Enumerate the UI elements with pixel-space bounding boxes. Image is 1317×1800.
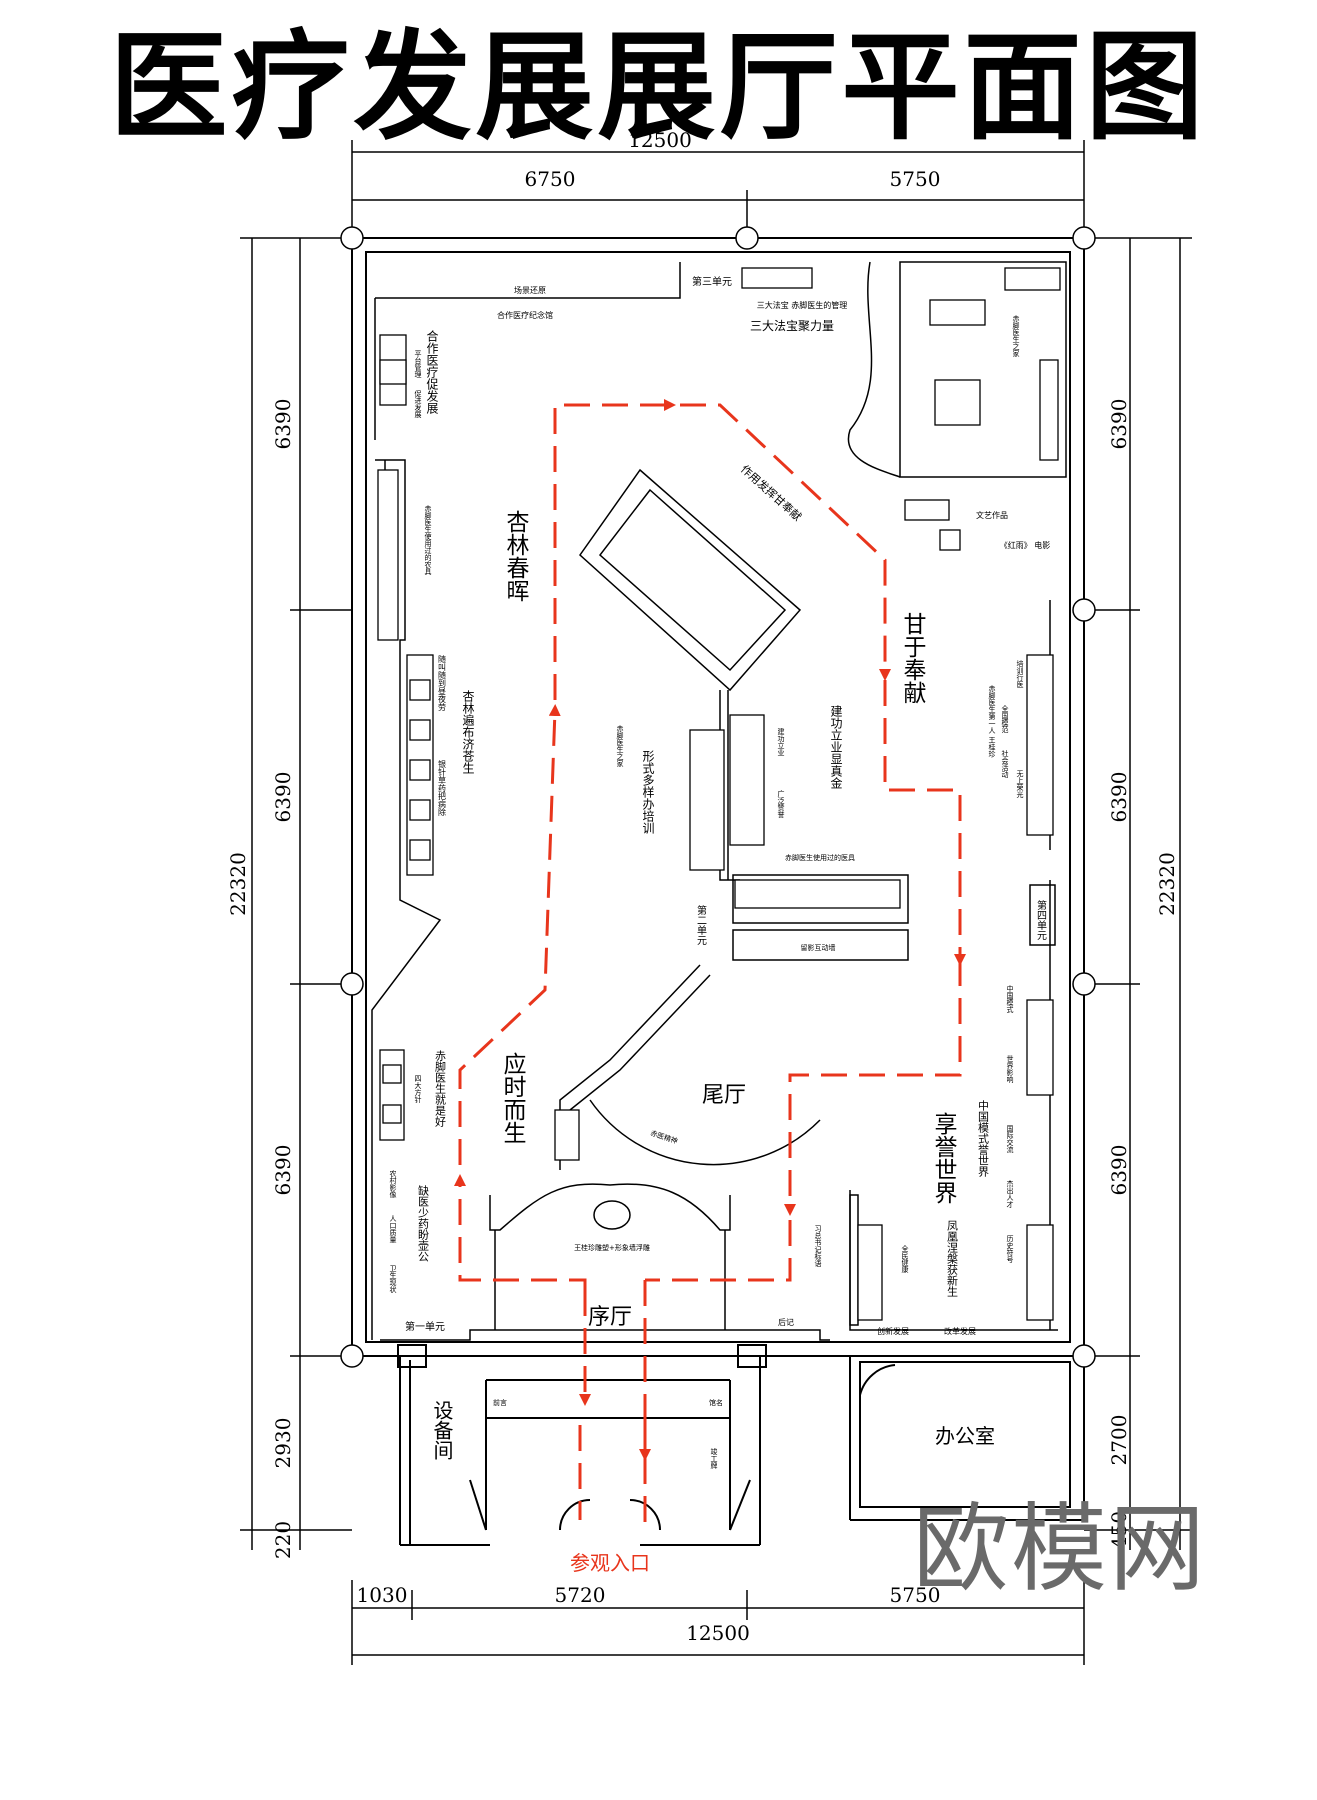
dimension-lines — [240, 140, 1192, 1665]
zone-bangongshi: 办公室 — [935, 1424, 995, 1448]
label-lishi: 历史符号 — [1006, 1235, 1014, 1264]
dim-bottom-2: 5720 — [555, 1583, 606, 1607]
label-fenghuang: 凤凰涅槃获新生 — [946, 1220, 959, 1297]
label-unit3: 第三单元 — [692, 275, 732, 288]
label-wenyi: 文艺作品 — [976, 510, 1008, 520]
label-wangguizhen: 王桂珍雕塑+形象墙浮雕 — [574, 1243, 650, 1252]
zone-weiting: 尾厅 — [702, 1083, 746, 1108]
label-chijiao-jiu: 赤脚医生就是好 — [434, 1050, 447, 1128]
outer-walls — [351, 237, 1085, 1546]
zone-xuting: 序厅 — [588, 1305, 632, 1330]
zone-yingshi-ersheng: 应时而生 — [499, 1052, 527, 1144]
zone-shebeijian: 设备间 — [430, 1400, 454, 1460]
label-chijiao-home: 赤脚医生之家 — [616, 725, 624, 767]
label-quyi: 缺医少药盼壶公 — [417, 1184, 430, 1262]
label-zhongguo-mo: 中国模式 — [1006, 984, 1014, 1013]
label-cujin: 促进发展 — [414, 389, 422, 419]
label-guangfan: 广泛赞誉 — [777, 789, 785, 819]
label-quanguo: 全国模范 — [1001, 704, 1009, 734]
dim-top-total: 12500 — [628, 128, 692, 152]
label-peixun: 培训行医 — [1016, 659, 1024, 688]
dim-bottom-total: 12500 — [686, 1621, 750, 1645]
label-sandafabao-jvli: 三大法宝聚力量 — [750, 319, 834, 333]
label-guanming: 馆名 — [709, 1398, 723, 1407]
entrance-label: 参观入口 — [570, 1551, 650, 1575]
zone-ganyu-fengxian: 甘于奉献 — [899, 612, 927, 704]
dim-left-4: 2930 — [271, 1418, 295, 1469]
label-houji: 后记 — [778, 1317, 794, 1327]
zone-xinglin-chunhui: 杏林春晖 — [502, 510, 530, 602]
label-unit1: 第一单元 — [405, 1320, 445, 1333]
dim-right-total: 22320 — [1155, 852, 1179, 916]
label-weisheng: 卫生现状 — [389, 1265, 397, 1293]
dim-left-total: 22320 — [226, 852, 250, 916]
dim-right-4: 2700 — [1107, 1415, 1131, 1466]
label-zuoyong: 作用发挥甘奉献 — [738, 462, 805, 524]
dim-right-1: 6390 — [1107, 399, 1131, 450]
dim-top-left: 6750 — [525, 167, 576, 191]
label-suijiao: 随叫随到昼夜劳 — [438, 654, 447, 712]
label-sida: 四大方针 — [414, 1075, 422, 1104]
label-pingtai: 平台管理 — [414, 350, 422, 378]
label-changjing: 场景还原 — [514, 285, 546, 295]
dim-left-3: 6390 — [271, 1145, 295, 1196]
dim-left-5: 220 — [271, 1521, 295, 1559]
label-chuangxin: 创新发展 — [877, 1326, 909, 1336]
label-shijie-ying: 世界影响 — [1006, 1054, 1014, 1084]
label-nongju: 赤脚医生使用过的农具 — [424, 505, 432, 576]
label-shehui: 社会活动 — [1001, 749, 1009, 779]
dim-left-2: 6390 — [271, 772, 295, 823]
page-title: 医疗发展展厅平面图 — [109, 18, 1208, 156]
label-liuying: 留影互动墙 — [801, 943, 836, 952]
dim-bottom-3: 5750 — [890, 1583, 941, 1607]
dim-left-1: 6390 — [271, 399, 295, 450]
label-jiangong-big: 建功立业显真金 — [829, 705, 843, 789]
label-xingshi: 形式多样办培训 — [641, 750, 655, 834]
display-cases — [377, 267, 1061, 1321]
label-renkou: 人口质量 — [389, 1215, 397, 1243]
label-unit2: 第二单元 — [695, 904, 707, 945]
label-hongyu: 《红雨》 电影 — [1000, 540, 1051, 550]
label-yiju: 赤脚医生使用过的医具 — [785, 853, 855, 862]
visitor-route — [454, 399, 966, 1530]
label-chiyi: 赤医精神 — [649, 1128, 678, 1145]
dim-right-2: 6390 — [1107, 772, 1131, 823]
label-nongcun: 农村影像 — [389, 1169, 397, 1198]
label-quanmin: 全民健康 — [901, 1244, 909, 1273]
dim-right-5: 450 — [1107, 1511, 1131, 1549]
label-jungongpai: 竣工牌 — [710, 1447, 718, 1470]
dim-right-3: 6390 — [1107, 1145, 1131, 1196]
zone-labels: 杏林春晖 甘于奉献 应时而生 享誉世界 尾厅 序厅 设备间 办公室 参观入口 — [430, 510, 995, 1575]
label-chijiao-home2: 赤脚医生之家 — [1012, 315, 1020, 357]
label-hezuo-jinian: 合作医疗纪念馆 — [497, 310, 553, 320]
grid-markers — [340, 226, 1096, 1368]
label-jiechu: 杰出人才 — [1006, 1179, 1014, 1209]
label-gaige: 改革发展 — [944, 1326, 976, 1336]
label-qianyan: 前言 — [493, 1398, 507, 1407]
label-zhongguo-moshi: 中国模式誉世界 — [977, 1100, 990, 1178]
label-yinzhen: 银针草药把病除 — [438, 759, 447, 816]
label-jiangong: 建功立业 — [777, 727, 785, 756]
label-sandafabao: 三大法宝 赤脚医生的管理 — [757, 300, 848, 310]
label-unit4: 第四单元 — [1035, 899, 1047, 940]
label-xinglin-bianbu: 杏林遍布济苍生 — [461, 690, 475, 774]
watermark-logo: 欧模网 — [913, 1493, 1207, 1605]
dim-top-right: 5750 — [890, 167, 941, 191]
label-hezuo-fazhan: 合作医疗促发展 — [425, 329, 439, 414]
label-guoji: 国际交流 — [1006, 1125, 1014, 1154]
zone-xiangyu-shijie: 享誉世界 — [930, 1112, 958, 1204]
label-chijiao-first: 赤脚医生第一人 王桂珍 — [988, 685, 996, 758]
label-xijinping: 习总书记标语 — [814, 1225, 822, 1268]
label-wushang: 无上荣光 — [1016, 770, 1024, 799]
dim-bottom-1: 1030 — [357, 1583, 408, 1607]
